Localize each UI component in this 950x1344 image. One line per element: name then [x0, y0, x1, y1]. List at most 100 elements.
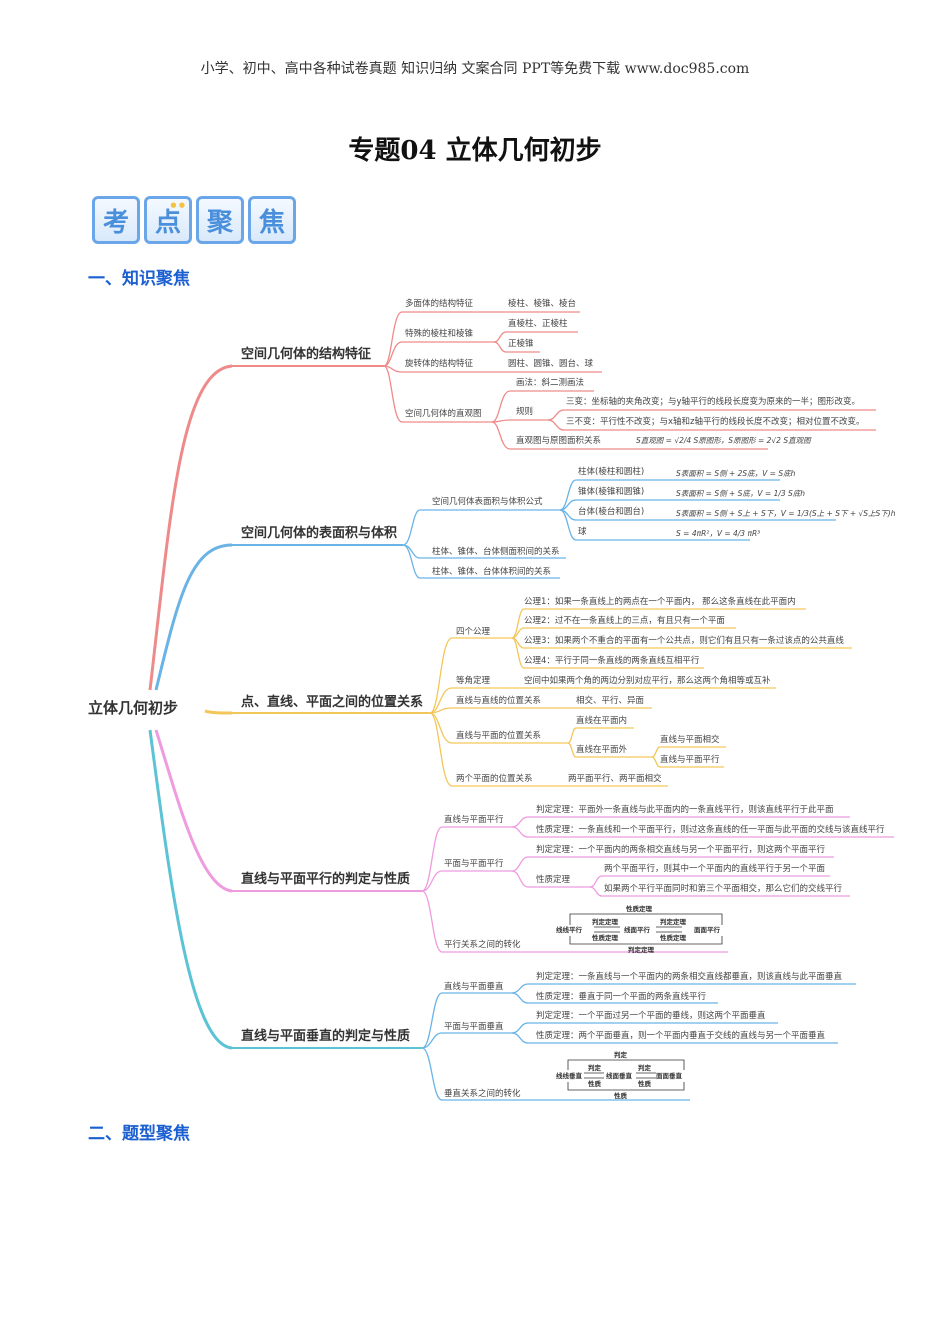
b3-ax1: 公理1：如果一条直线上的两点在一个平面内， 那么这条直线在此平面内 — [524, 596, 796, 607]
b5-lp-judge: 判定定理：一条直线与一个平面内的两条相交直线都垂直，则该直线与此平面垂直 — [536, 971, 843, 982]
branch2-label: 空间几何体的表面积与体积 — [241, 525, 397, 541]
b2-sphere: 球 — [578, 526, 587, 537]
branch5-text: 直线与平面垂直的判定与性质 直线与平面垂直 判定定理：一条直线与一个平面内的两条… — [241, 971, 843, 1100]
d5-ll: 线线垂直 — [556, 1071, 583, 1080]
d4-prop-2: 性质定理 — [660, 933, 687, 942]
b4-conv: 平行关系之间的转化 — [444, 939, 521, 950]
branch4-label: 直线与平面平行的判定与性质 — [241, 871, 410, 887]
d4-judge-1: 判定定理 — [592, 917, 619, 926]
b3-equal-angle: 等角定理 — [456, 675, 491, 686]
badge-jiao: 焦 — [248, 196, 296, 244]
b5-pp-judge: 判定定理：一个平面过另一个平面的垂线，则这两个平面垂直 — [536, 1010, 766, 1021]
d5-pp: 面面垂直 — [656, 1071, 683, 1080]
branch3-lines — [429, 608, 852, 787]
parallel-conversion-diagram: 性质定理 线线平行 线面平行 面面平行 判定定理 性质定理 判定定理 性质定理 … — [556, 904, 723, 954]
section-question-heading: 二、题型聚焦 — [88, 1124, 190, 1144]
d4-top-label: 性质定理 — [626, 904, 653, 913]
b5-pp-prop: 性质定理：两个平面垂直，则一个平面内垂直于交线的直线与另一个平面垂直 — [536, 1030, 826, 1041]
badge-ju: 聚 — [196, 196, 244, 244]
b1-rule: 规则 — [516, 406, 533, 417]
b3-lp: 直线与平面的位置关系 — [456, 730, 541, 741]
d5-top-label: 判定 — [614, 1050, 628, 1059]
b3-lp-out: 直线在平面外 — [576, 744, 628, 755]
d5-lp: 线面垂直 — [606, 1071, 633, 1080]
badge-dian: 点● ● — [144, 196, 192, 244]
b1-area-formula: S直观图 = √2/4 S原图形，S原图形 = 2√2 S直观图 — [636, 436, 812, 445]
b2-lateral: 柱体、锥体、台体侧面积间的关系 — [432, 546, 560, 557]
d5-judge-1: 判定 — [588, 1063, 602, 1072]
b4-pp-prop2: 如果两个平行平面同时和第三个平面相交，那么它们的交线平行 — [604, 883, 843, 894]
page-header: 小学、初中、高中各种试卷真题 知识归纳 文案合同 PPT等免费下载 www.do… — [200, 61, 750, 77]
b3-equal-angle-v: 空间中如果两个角的两边分别对应平行，那么这两个角相等或互补 — [524, 675, 771, 686]
b2-sphere-f: S = 4πR²，V = 4/3 πR³ — [676, 529, 760, 538]
b2-prism-f: S表面积 = S侧 + 2S底，V = S底h — [676, 469, 796, 478]
d5-prop-1: 性质 — [588, 1079, 602, 1088]
b5-lp: 直线与平面垂直 — [444, 981, 504, 992]
b4-pp-judge: 判定定理：一个平面内的两条相交直线与另一个平面平行，则这两个平面平行 — [536, 844, 826, 855]
branch4-lines — [421, 816, 894, 953]
b4-pp: 平面与平面平行 — [444, 858, 504, 869]
branch1-text: 空间几何体的结构特征 多面体的结构特征 棱柱、棱锥、棱台 特殊的棱柱和棱锥 直棱… — [241, 298, 865, 446]
b2-frustum-f: S表面积 = S侧 + S上 + S下，V = 1/3(S上 + S下 + √S… — [676, 509, 896, 518]
section-knowledge-heading: 一、知识聚焦 — [88, 269, 190, 289]
b2-pyramid-f: S表面积 = S侧 + S底，V = 1/3 S底h — [676, 489, 805, 498]
d4-bottom-label: 判定定理 — [628, 945, 655, 954]
b1-special-v1: 直棱柱、正棱柱 — [508, 318, 568, 329]
b3-lp-cross: 直线与平面相交 — [660, 734, 720, 745]
b1-rot: 旋转体的结构特征 — [405, 358, 474, 369]
b2-frustum: 台体(棱台和圆台) — [578, 506, 644, 517]
branch4-text: 直线与平面平行的判定与性质 直线与平面平行 判定定理：平面外一条直线与此平面内的… — [241, 804, 885, 954]
b4-pp-prop: 性质定理 — [536, 874, 571, 885]
b4-lp-judge: 判定定理：平面外一条直线与此平面内的一条直线平行，则该直线平行于此平面 — [536, 804, 834, 815]
d4-ll: 线线平行 — [556, 925, 583, 934]
b2-prism: 柱体(棱柱和圆柱) — [578, 466, 644, 477]
branch-underlines — [232, 365, 430, 1049]
b3-pp: 两个平面的位置关系 — [456, 773, 533, 784]
b1-rule1: 三变：坐标轴的夹角改变；与y轴平行的线段长度变为原来的一半；图形改变。 — [566, 396, 860, 407]
branch2-text: 空间几何体的表面积与体积 空间几何体表面积与体积公式 柱体(棱柱和圆柱) S表面… — [241, 466, 896, 577]
badge-dots-icon: ● ● — [170, 201, 185, 209]
badge-kao: 考 — [92, 196, 140, 244]
b1-poly-v: 棱柱、棱锥、棱台 — [508, 298, 576, 309]
b1-method: 画法：斜二测画法 — [516, 377, 584, 388]
branch1-label: 空间几何体的结构特征 — [241, 346, 371, 362]
d4-lp: 线面平行 — [624, 925, 651, 934]
b3-lp-in: 直线在平面内 — [576, 715, 627, 726]
b3-ax2: 公理2：过不在一条直线上的三点，有且只有一个平面 — [524, 615, 725, 626]
d5-bottom-label: 性质 — [614, 1091, 628, 1100]
branch1-lines — [383, 311, 876, 450]
b3-ll-v: 相交、平行、异面 — [576, 695, 645, 706]
b1-rule2: 三不变：平行性不改变；与x轴和z轴平行的线段长度不改变；相对位置不改变。 — [566, 416, 865, 427]
b5-conv: 垂直关系之间的转化 — [444, 1088, 521, 1099]
b5-lp-prop: 性质定理：垂直于同一个平面的两条直线平行 — [536, 991, 707, 1002]
b1-special-v2: 正棱锥 — [508, 338, 534, 349]
branch3-label: 点、直线、平面之间的位置关系 — [241, 694, 423, 710]
b2-pyramid: 锥体(棱锥和圆锥) — [578, 486, 644, 497]
b2-formula: 空间几何体表面积与体积公式 — [432, 496, 543, 507]
b1-area-rel: 直观图与原图面积关系 — [516, 435, 601, 446]
perpendicular-conversion-diagram: 判定 线线垂直 线面垂直 面面垂直 判定 性质 判定 性质 性质 — [556, 1050, 685, 1100]
b5-pp: 平面与平面垂直 — [444, 1021, 504, 1032]
b3-lp-para: 直线与平面平行 — [660, 754, 720, 765]
document-title: 专题04 立体几何初步 — [348, 136, 602, 166]
b4-lp: 直线与平面平行 — [444, 814, 504, 825]
b2-volume: 柱体、锥体、台体体积间的关系 — [432, 566, 551, 577]
b1-poly: 多面体的结构特征 — [405, 298, 474, 309]
b1-intuit: 空间几何体的直观图 — [405, 408, 482, 419]
topic-badges: 考 点● ● 聚 焦 — [92, 196, 296, 244]
root-node: 立体几何初步 — [88, 699, 178, 717]
b3-pp-v: 两平面平行、两平面相交 — [568, 773, 662, 784]
b3-axioms: 四个公理 — [456, 627, 491, 637]
d5-judge-2: 判定 — [638, 1063, 652, 1072]
b4-pp-prop1: 两个平面平行，则其中一个平面内的直线平行于另一个平面 — [604, 863, 826, 874]
d4-prop-1: 性质定理 — [592, 933, 619, 942]
d4-pp: 面面平行 — [694, 925, 721, 934]
b4-lp-prop: 性质定理：一条直线和一个平面平行，则过这条直线的任一平面与此平面的交线与该直线平… — [536, 824, 885, 835]
b1-special: 特殊的棱柱和棱锥 — [405, 328, 474, 339]
d5-prop-2: 性质 — [638, 1079, 652, 1088]
b3-ax4: 公理4：平行于同一条直线的两条直线互相平行 — [524, 655, 700, 666]
branch5-lines — [421, 983, 856, 1101]
b3-ax3: 公理3：如果两个不重合的平面有一个公共点，则它们有且只有一条过该点的公共直线 — [524, 635, 844, 646]
d4-judge-2: 判定定理 — [660, 917, 687, 926]
